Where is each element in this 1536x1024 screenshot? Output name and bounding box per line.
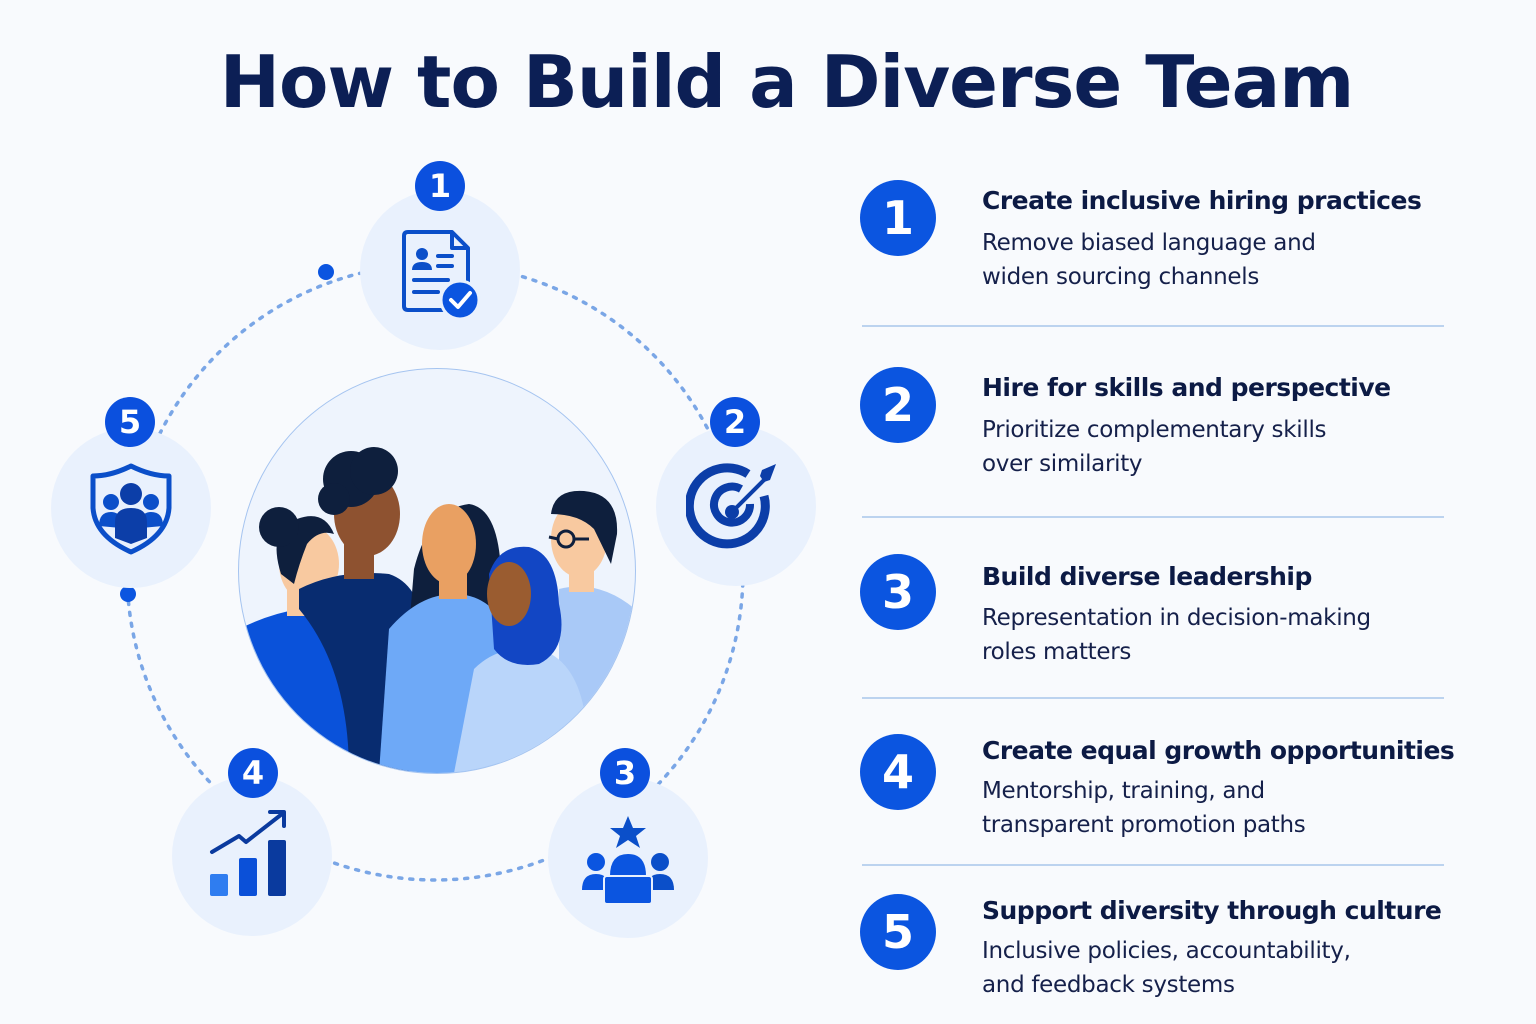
step-description: Remove biased language and widen sourcin…	[982, 226, 1422, 294]
step-title: Hire for skills and perspective	[982, 373, 1391, 402]
step-title: Support diversity through culture	[982, 896, 1442, 925]
step-description-line: Prioritize complementary skills	[982, 417, 1327, 443]
resume-check-icon	[402, 230, 481, 320]
step-description: Prioritize complementary skills over sim…	[982, 413, 1422, 481]
diagram-node-5	[51, 428, 211, 588]
diagram-badge-3: 3	[600, 748, 650, 798]
divider	[862, 864, 1444, 866]
divider	[862, 697, 1444, 699]
diagram-badge-5: 5	[105, 397, 155, 447]
page-title: How to Build a Diverse Team	[219, 40, 1354, 124]
step-description-line: widen sourcing channels	[982, 264, 1260, 290]
step-title: Create inclusive hiring practices	[982, 186, 1422, 215]
step-number-badge: 1	[860, 180, 936, 256]
leadership-star-icon	[582, 816, 674, 905]
step-number-badge: 5	[860, 894, 936, 970]
step-description: Mentorship, training, and transparent pr…	[982, 774, 1422, 842]
orbit-dot	[318, 264, 334, 280]
step-number-badge: 3	[860, 554, 936, 630]
growth-chart-icon	[210, 810, 286, 896]
step-description-line: Representation in decision-making	[982, 605, 1371, 631]
diagram-badge-1: 1	[415, 161, 465, 211]
divider	[862, 325, 1444, 327]
diagram-badge-4: 4	[228, 748, 278, 798]
step-number-badge: 4	[860, 734, 936, 810]
step-description-line: transparent promotion paths	[982, 812, 1306, 838]
step-description: Representation in decision-making roles …	[982, 601, 1422, 669]
step-description-line: and feedback systems	[982, 972, 1235, 998]
step-description-line: Inclusive policies, accountability,	[982, 938, 1351, 964]
diagram-node-3	[548, 778, 708, 938]
step-description-line: over similarity	[982, 451, 1143, 477]
shield-people-icon	[90, 463, 172, 555]
step-description: Inclusive policies, accountability, and …	[982, 934, 1422, 1002]
diagram-node-4	[172, 776, 332, 936]
step-description-line: Remove biased language and	[982, 230, 1316, 256]
diagram-node-1	[360, 190, 520, 350]
target-arrow-icon	[686, 463, 776, 549]
orbit-dot	[120, 586, 136, 602]
step-description-line: Mentorship, training, and	[982, 778, 1265, 804]
step-title: Create equal growth opportunities	[982, 736, 1455, 765]
divider	[862, 516, 1444, 518]
diverse-team-illustration	[238, 368, 636, 774]
step-description-line: roles matters	[982, 639, 1132, 665]
step-title: Build diverse leadership	[982, 562, 1312, 591]
step-number-badge: 2	[860, 367, 936, 443]
diagram-badge-2: 2	[710, 397, 760, 447]
diagram-node-2	[656, 426, 816, 586]
